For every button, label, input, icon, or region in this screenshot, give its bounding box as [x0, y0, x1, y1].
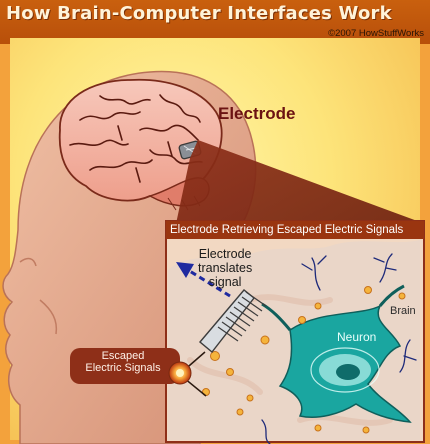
- translate-line-2: translates: [198, 261, 252, 275]
- translate-line-3: signal: [198, 275, 252, 289]
- escaped-line-2: Electric Signals: [73, 362, 173, 374]
- electrode-label: Electrode: [218, 104, 295, 124]
- brain-label: Brain: [390, 305, 416, 317]
- escaped-line-1: Escaped: [73, 350, 173, 362]
- escaped-signals-label: Escaped Electric Signals: [73, 350, 173, 374]
- inset-title: Electrode Retrieving Escaped Electric Si…: [170, 224, 403, 236]
- translate-line-1: Electrode: [198, 247, 252, 261]
- neuron-label: Neuron: [337, 330, 376, 344]
- translate-label: Electrode translates signal: [198, 247, 252, 289]
